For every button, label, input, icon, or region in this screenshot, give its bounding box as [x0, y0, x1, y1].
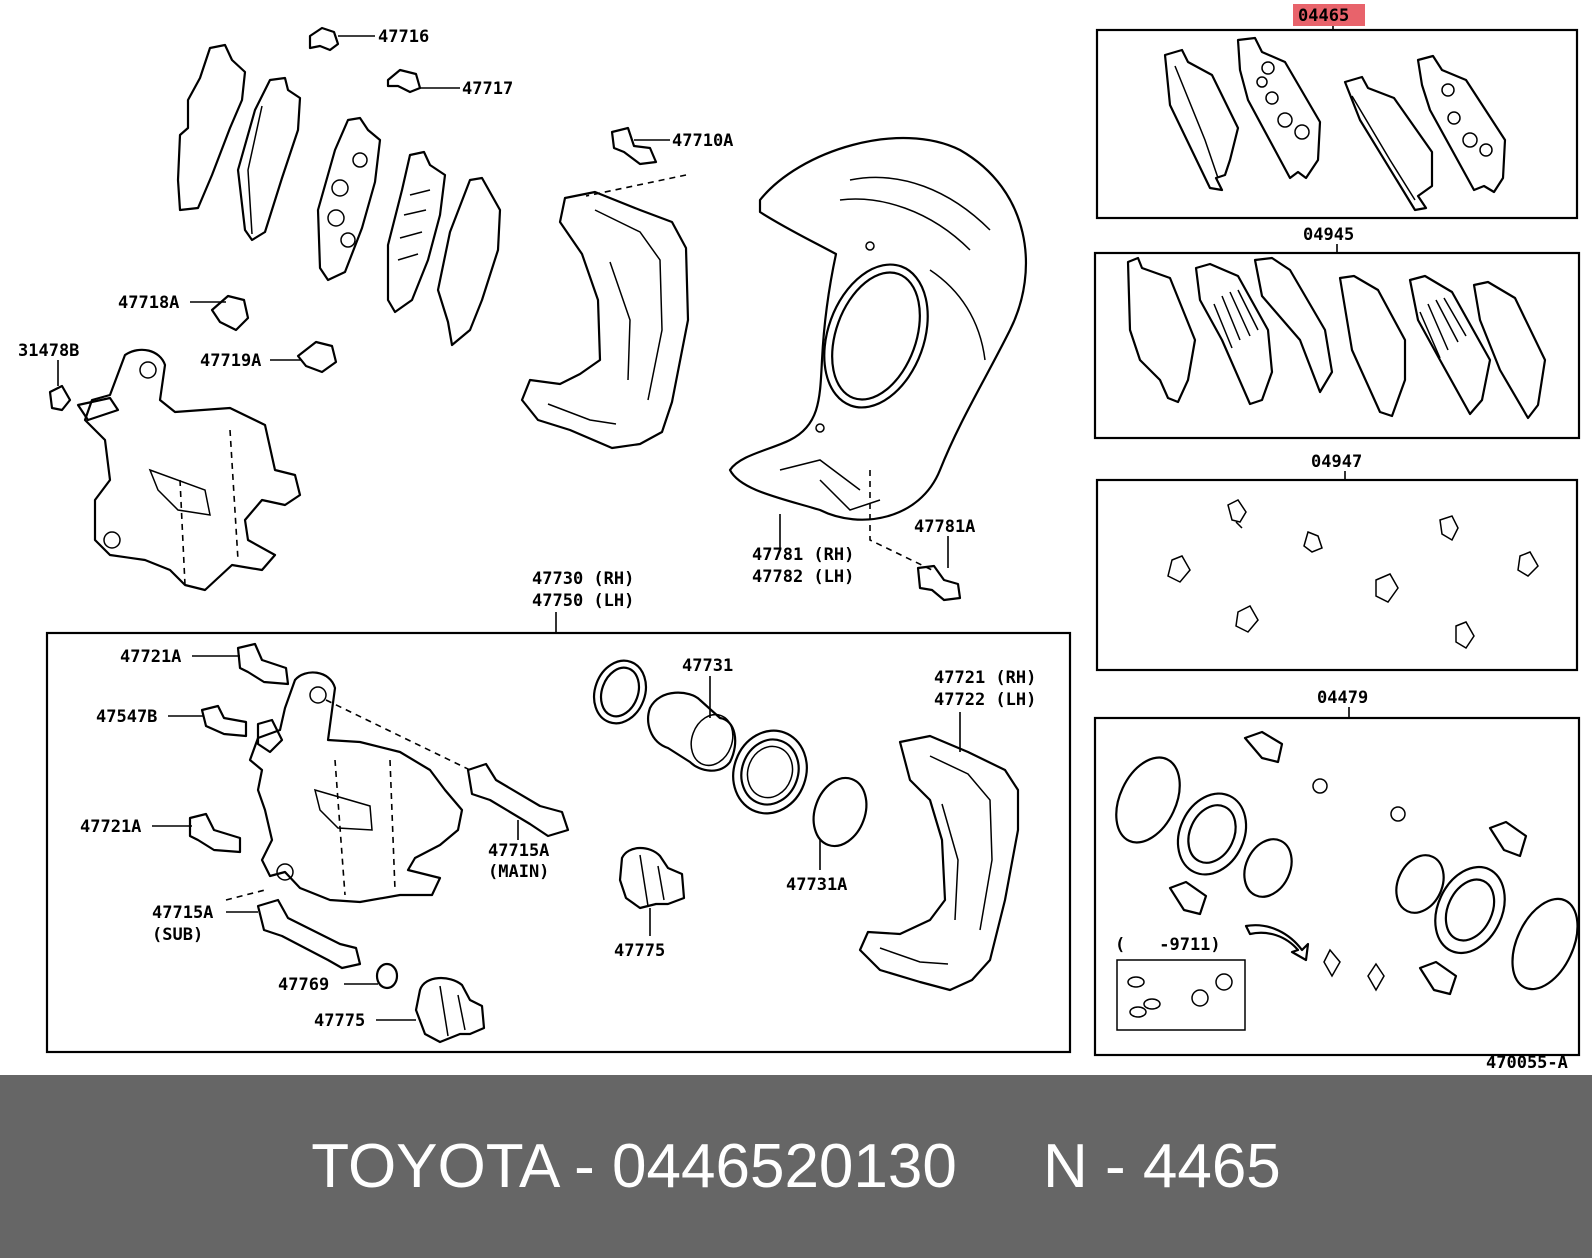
- label-47715A-main: 47715A: [488, 841, 549, 861]
- parts-diagram: 04465 04945 04947 04479: [18, 4, 1581, 1073]
- bushing-47769-icon: [375, 962, 399, 990]
- label-47547B: 47547B: [96, 707, 157, 727]
- label-47769: 47769: [278, 975, 329, 995]
- label-47775-mid: 47775: [614, 941, 665, 961]
- fitting-kit-number: 04947: [1311, 452, 1362, 472]
- caliper-cylinder-icon: [76, 348, 302, 592]
- label-47721A-mid: 47721A: [80, 817, 141, 837]
- label-47782-lh: 47782 (LH): [752, 567, 854, 587]
- label-47710A: 47710A: [672, 131, 733, 151]
- inner-shim-icon: [386, 150, 447, 314]
- pad-kit-highlight: [1293, 4, 1365, 26]
- cylinder-kit-box: [1093, 716, 1581, 1057]
- label-47721A-top: 47721A: [120, 647, 181, 667]
- bolt-47721A-icon: [188, 812, 242, 854]
- shim-kit-box: [1093, 251, 1581, 440]
- label-47731: 47731: [682, 656, 733, 676]
- pad-kit-number: 04465: [1298, 6, 1349, 26]
- clip-47716-icon: [308, 26, 340, 52]
- outer-shim-icon: [176, 43, 247, 212]
- label-47715A-sub: 47715A: [152, 903, 213, 923]
- brake-pad-backing-icon: [1416, 54, 1507, 194]
- caliper-assembly-box: [45, 631, 1072, 1054]
- cylinder-boot-icon: [732, 729, 808, 815]
- label-47718A: 47718A: [118, 293, 179, 313]
- outer-shim-icon: [436, 176, 502, 347]
- bolt-47721A-icon: [236, 642, 290, 686]
- pin-boot-icon: [618, 846, 686, 910]
- label-47750-lh: 47750 (LH): [532, 591, 634, 611]
- label-47722-lh: 47722 (LH): [934, 690, 1036, 710]
- kit-note: ( -9711): [1115, 935, 1221, 955]
- pad-backing-plate-icon: [316, 116, 382, 282]
- clip-47718A-icon: [210, 294, 250, 332]
- caption-bar: TOYOTA - 0446520130 N - 4465: [0, 1075, 1592, 1258]
- guide-pin-main-icon: [466, 762, 570, 838]
- diagram-drawing: 04465 04945 04947 04479: [18, 4, 1581, 1073]
- bleeder-cap-icon: [48, 384, 72, 412]
- brake-pad-icon: [1343, 75, 1434, 212]
- caliper-mounting-bracket-icon: [858, 734, 1020, 992]
- cylinder-kit-icon: [1115, 730, 1579, 1031]
- label-47731A: 47731A: [786, 875, 847, 895]
- brake-pad-icon: [236, 76, 302, 242]
- part-caption: TOYOTA - 0446520130 N - 4465: [311, 1132, 1281, 1201]
- label-47781-rh: 47781 (RH): [752, 545, 854, 565]
- brake-pad-icon: [1163, 48, 1240, 192]
- label-main: (MAIN): [488, 862, 549, 882]
- anti-squeal-shim-icon: [1126, 256, 1547, 420]
- label-47721-rh: 47721 (RH): [934, 668, 1036, 688]
- fitting-kit-box: [1095, 478, 1579, 672]
- bolt-47781A-icon: [916, 564, 962, 602]
- bleeder-plug-icon: [200, 704, 248, 738]
- piston-47731-icon: [647, 691, 737, 772]
- diagram-reference-code: 470055-A: [1486, 1053, 1568, 1073]
- piston-seal-icon: [592, 659, 648, 725]
- shim-kit-number: 04945: [1303, 225, 1354, 245]
- label-47730-rh: 47730 (RH): [532, 569, 634, 589]
- label-47775-left: 47775: [314, 1011, 365, 1031]
- bolt-47710A-icon: [610, 126, 658, 166]
- disc-dust-cover-icon: [728, 137, 1027, 521]
- label-47717: 47717: [462, 79, 513, 99]
- caliper-body-icon: [248, 671, 464, 904]
- clip-47717-icon: [386, 68, 422, 94]
- cylinder-kit-number: 04479: [1317, 688, 1368, 708]
- label-47781A: 47781A: [914, 517, 975, 537]
- pad-kit-box: [1095, 28, 1579, 220]
- label-47719A: 47719A: [200, 351, 261, 371]
- pad-support-clip-icon: [1167, 499, 1539, 650]
- caliper-mounting-bracket-icon: [520, 190, 690, 450]
- pin-boot-icon: [414, 977, 486, 1044]
- label-sub: (SUB): [152, 925, 203, 945]
- o-ring-47731A-icon: [812, 776, 868, 848]
- label-47716: 47716: [378, 27, 429, 47]
- brake-pad-backing-icon: [1236, 36, 1322, 180]
- clip-47719A-icon: [296, 340, 338, 374]
- label-31478B: 31478B: [18, 341, 79, 361]
- guide-pin-sub-icon: [256, 898, 362, 970]
